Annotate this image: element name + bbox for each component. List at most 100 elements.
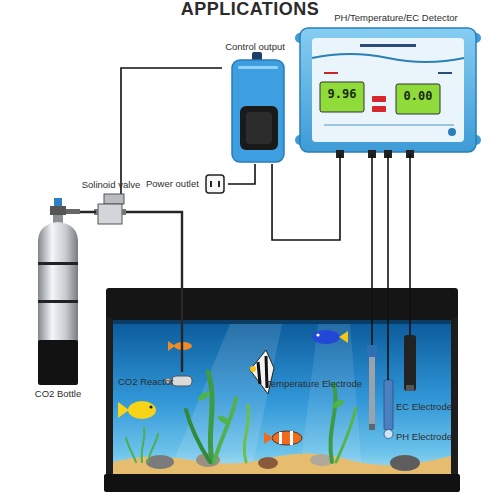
power-outlet: Power outlet — [146, 174, 228, 194]
gas-tube — [80, 211, 96, 213]
valve-knob — [54, 198, 62, 206]
fish-tail — [339, 331, 348, 343]
cylinder-band — [38, 262, 78, 265]
indicator-button — [372, 106, 386, 112]
socket-face — [240, 106, 278, 150]
power-outlet — [206, 175, 224, 193]
part-label: PH/Temperature/EC Detector — [306, 12, 486, 23]
ph-probe: PH Electrode — [380, 380, 452, 444]
panel-print — [438, 72, 452, 74]
indicator-button — [372, 96, 386, 102]
cylinder-fitting — [66, 209, 80, 214]
temperature-probe — [367, 345, 377, 430]
clownfish — [272, 431, 302, 445]
yellow-fish — [128, 401, 156, 419]
probe-tip — [406, 385, 414, 391]
tank-water — [112, 320, 452, 476]
panel-line — [324, 124, 454, 126]
fish-head — [250, 366, 256, 372]
grass-blade — [126, 438, 136, 462]
plant-leaf — [196, 390, 211, 402]
probe-body — [384, 380, 393, 430]
aquarium-tank — [104, 288, 460, 492]
part-label: CO2 Reactor — [118, 376, 172, 387]
gas-tube — [126, 212, 182, 372]
fish-tail — [264, 432, 273, 444]
lcd-screen — [320, 82, 364, 112]
grass-blade — [148, 434, 158, 462]
water-line — [113, 320, 451, 324]
plant-stem — [208, 372, 212, 462]
controller-device: PH/Temperature/EC Detector — [298, 10, 478, 154]
sand-bed — [113, 453, 451, 476]
panel-print — [360, 44, 416, 47]
signal-cable — [121, 68, 222, 178]
valve-coil — [104, 194, 124, 204]
socket-inset — [246, 112, 272, 144]
valve-body — [98, 204, 122, 224]
plant-stem — [214, 398, 236, 462]
controller-panel — [312, 38, 464, 142]
cable-port — [336, 150, 344, 158]
probe-body — [404, 335, 416, 391]
fish-stripe — [279, 432, 282, 444]
solenoid-valve: Solinoid valve — [96, 178, 126, 228]
probe-tip — [369, 424, 375, 430]
light-ray — [170, 324, 282, 470]
grass-blade — [142, 428, 145, 462]
rock — [390, 455, 420, 471]
outlet-hole — [210, 181, 212, 187]
cable-port — [368, 150, 376, 158]
outlet-plate — [206, 175, 224, 193]
fish-stripe — [290, 431, 293, 445]
panel-button — [448, 128, 456, 136]
fish-eye — [316, 333, 319, 336]
plant-stem — [330, 384, 335, 462]
part-label: Solinoid valve — [66, 179, 156, 190]
orange-fish — [174, 342, 192, 350]
part-label: PH Electrode — [396, 431, 458, 442]
tank-base — [104, 474, 460, 492]
controller-device — [295, 28, 481, 158]
lcd-screen — [396, 84, 440, 114]
signal-cable — [387, 154, 389, 380]
outlet-hole — [218, 181, 220, 187]
cable-port — [384, 150, 392, 158]
cylinder-base — [38, 340, 78, 385]
cylinder-shoulder — [38, 222, 78, 242]
relay-socket — [232, 52, 284, 162]
plant-stem — [336, 408, 356, 462]
controller-case — [300, 28, 476, 152]
cylinder-band — [38, 300, 78, 303]
signal-cable — [272, 154, 340, 240]
screen-reading: 9.96 — [320, 86, 364, 102]
rock — [258, 457, 278, 469]
ec-probe — [404, 335, 416, 391]
fish-stripe — [258, 362, 260, 384]
part-label: Temperature Electrode — [266, 378, 366, 389]
ec-probe: EC Electrode — [396, 335, 452, 415]
probe-cap — [367, 345, 377, 357]
screen-reading: 0.00 — [396, 88, 440, 104]
plant-leaf — [330, 398, 345, 409]
part-label: Power outlet — [146, 178, 204, 189]
reactor-body — [172, 376, 192, 386]
co2-reactor: CO2 Reactor — [118, 372, 198, 392]
plant-stem — [186, 410, 210, 462]
fish-eye — [149, 405, 152, 408]
probe-bulb — [384, 430, 393, 439]
cable-port — [406, 150, 414, 158]
socket-case — [232, 60, 284, 162]
part-label: CO2 Bottle — [26, 388, 90, 399]
valve-port — [94, 209, 98, 215]
relay-socket: Control output — [222, 40, 288, 164]
gas-cylinder: CO2 Bottle — [36, 198, 80, 404]
tank-frame — [451, 318, 458, 478]
plant-stem — [244, 405, 249, 462]
part-label: EC Electrode — [396, 401, 458, 412]
signal-cable — [409, 154, 411, 335]
gas-cylinder — [38, 198, 80, 385]
